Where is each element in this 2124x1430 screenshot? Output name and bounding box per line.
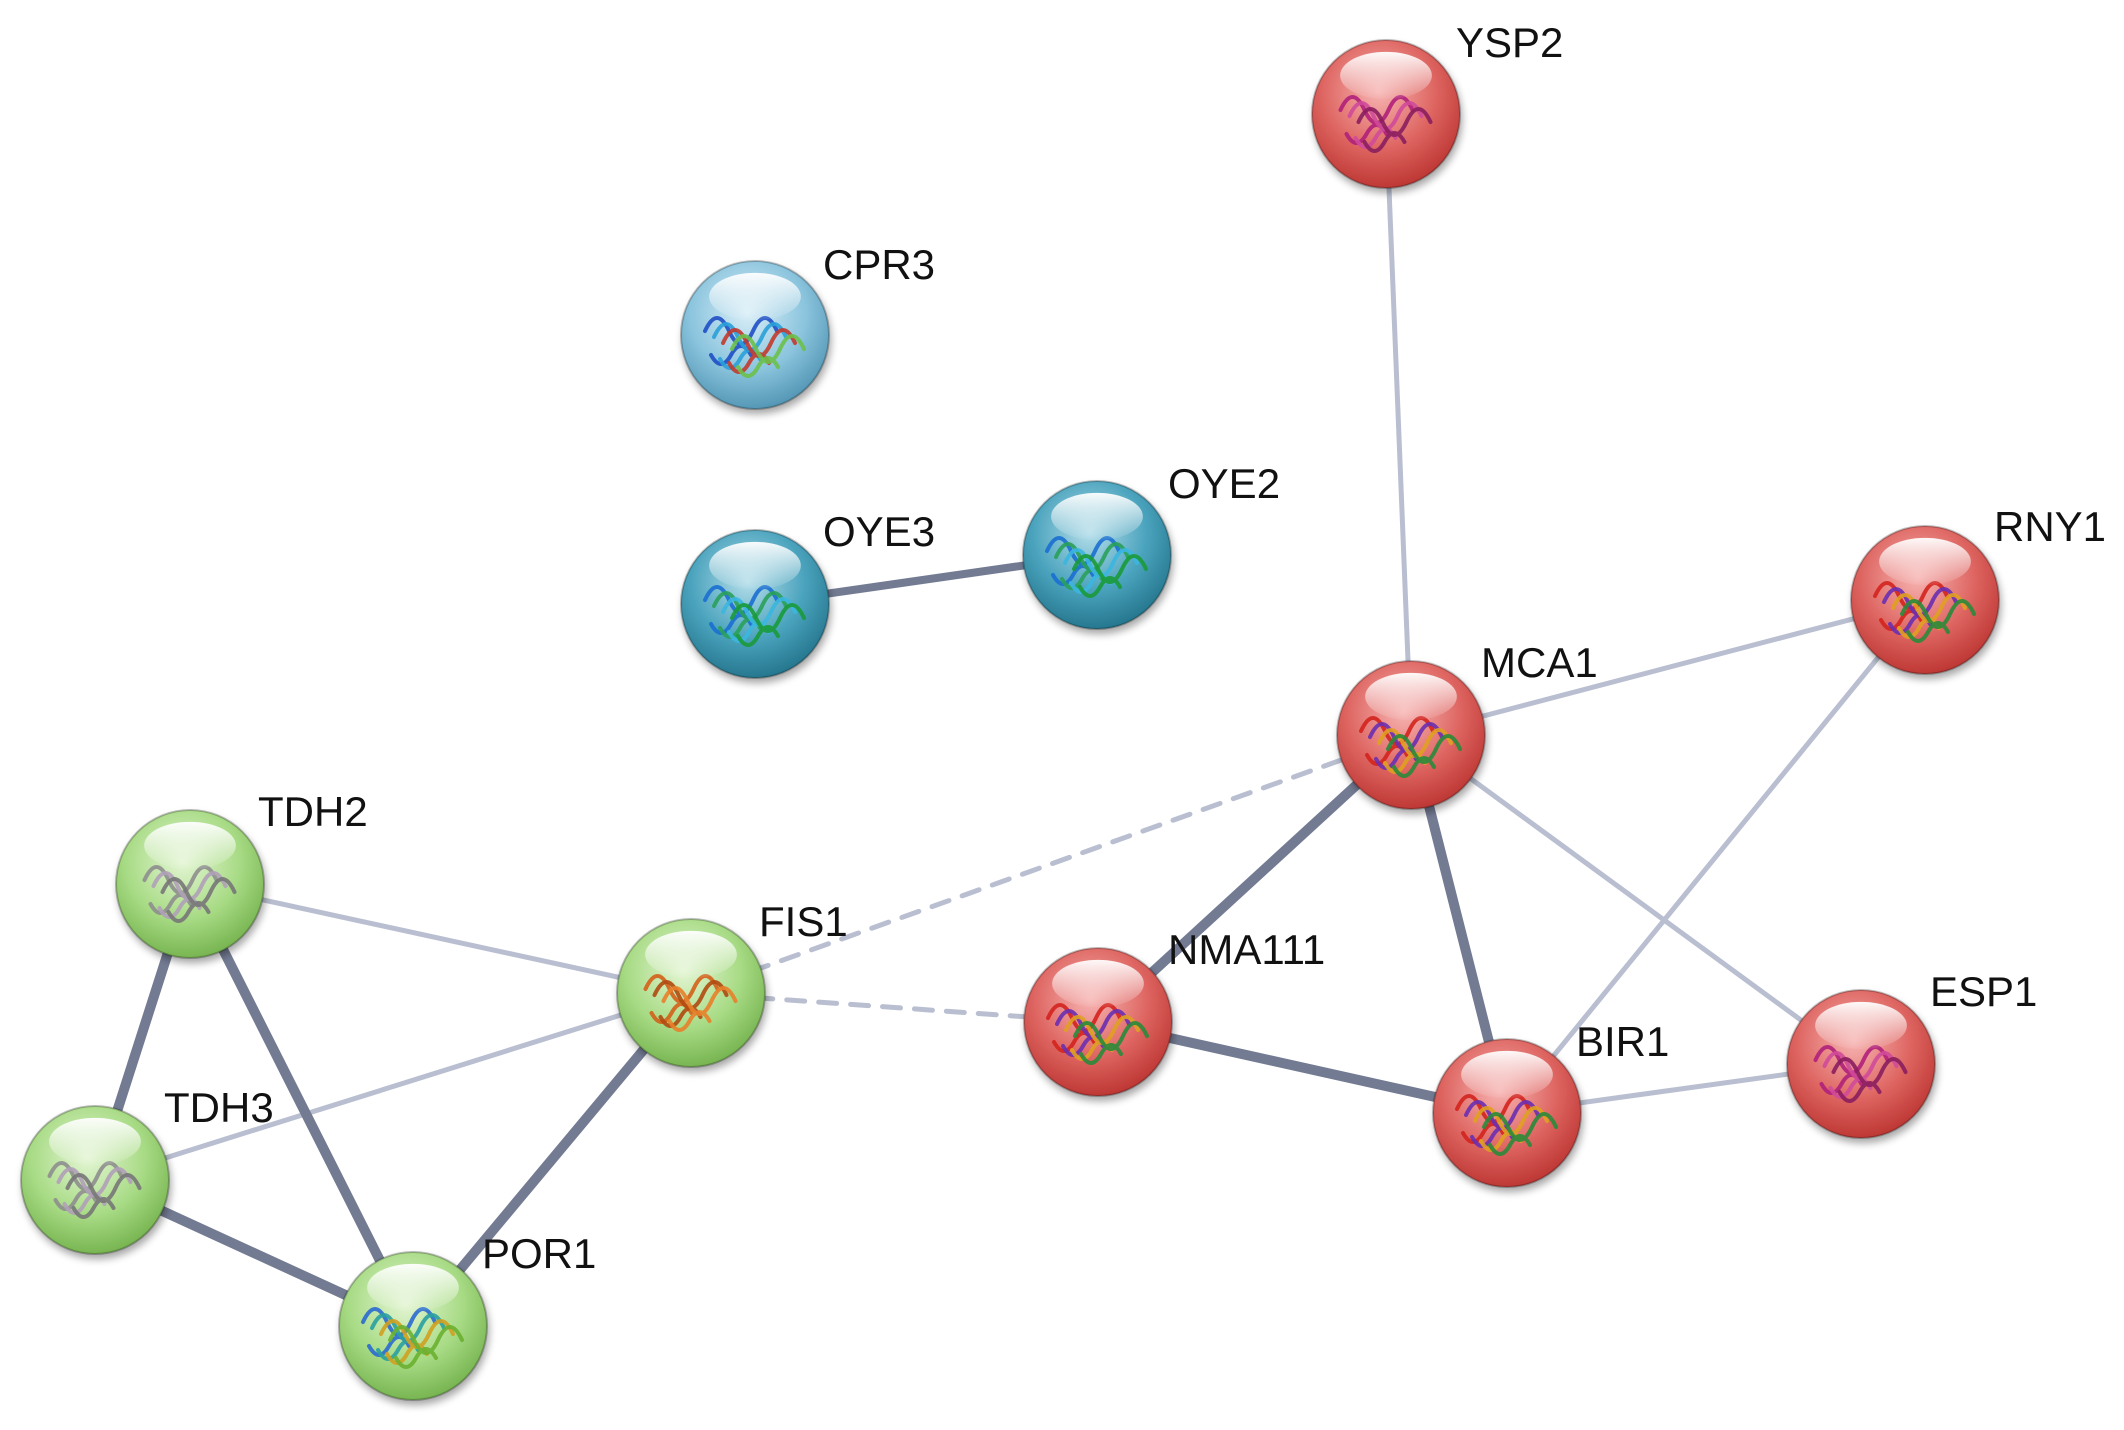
node-label: TDH3 — [164, 1084, 274, 1131]
node-label: OYE3 — [823, 508, 935, 555]
node-sphere — [1786, 989, 1936, 1139]
node-mca1[interactable]: MCA1 — [1336, 639, 1598, 810]
edge-tdh2-fis1 — [187, 881, 694, 996]
node-ysp2[interactable]: YSP2 — [1311, 19, 1563, 189]
node-sphere — [1432, 1038, 1582, 1188]
node-label: OYE2 — [1168, 460, 1280, 507]
node-oye3[interactable]: OYE3 — [680, 508, 935, 679]
edge-mca1-esp1 — [1408, 732, 1864, 1067]
edge-rny1-bir1 — [1504, 597, 1928, 1116]
node-label: MCA1 — [1481, 639, 1598, 686]
node-sphere — [1311, 39, 1461, 189]
node-label: POR1 — [482, 1230, 596, 1277]
node-fis1[interactable]: FIS1 — [616, 898, 848, 1068]
node-label: BIR1 — [1576, 1018, 1669, 1065]
edge-fis1-mca1 — [688, 732, 1414, 996]
edge-tdh2-por1 — [185, 879, 418, 1331]
node-sphere — [1023, 947, 1173, 1097]
node-sphere — [1336, 660, 1486, 810]
node-label: CPR3 — [823, 241, 935, 288]
node-sphere — [616, 918, 766, 1068]
edge-ysp2-mca1 — [1383, 111, 1414, 738]
node-sphere — [1022, 480, 1172, 630]
node-sphere — [680, 260, 830, 410]
node-bir1[interactable]: BIR1 — [1432, 1018, 1669, 1188]
edge-mca1-rny1 — [1408, 597, 1928, 738]
node-sphere — [338, 1251, 488, 1401]
node-rny1[interactable]: RNY1 — [1850, 503, 2106, 675]
node-sphere — [115, 809, 265, 959]
node-label: NMA111 — [1168, 926, 1325, 973]
node-sphere — [20, 1105, 170, 1255]
node-label: YSP2 — [1456, 19, 1563, 66]
node-esp1[interactable]: ESP1 — [1786, 968, 2037, 1139]
node-sphere — [1850, 525, 2000, 675]
node-tdh3[interactable]: TDH3 — [20, 1084, 274, 1255]
edge-layer — [90, 111, 1928, 1331]
node-label: ESP1 — [1930, 968, 2037, 1015]
node-label: TDH2 — [258, 788, 368, 835]
node-cpr3[interactable]: CPR3 — [680, 241, 935, 410]
node-sphere — [680, 529, 830, 679]
node-nma111[interactable]: NMA111 — [1023, 926, 1325, 1097]
node-tdh2[interactable]: TDH2 — [115, 788, 368, 959]
edge-tdh3-fis1 — [92, 990, 694, 1183]
node-label: RNY1 — [1994, 503, 2106, 550]
node-label: FIS1 — [759, 898, 848, 945]
node-oye2[interactable]: OYE2 — [1022, 460, 1280, 630]
